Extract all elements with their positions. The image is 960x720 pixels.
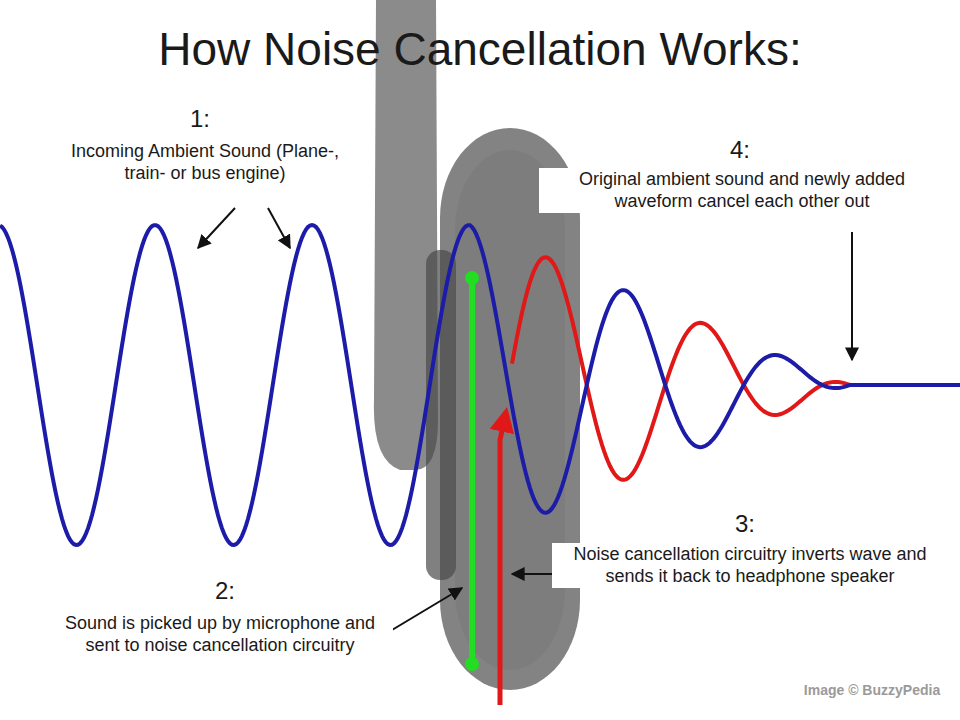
microphone-dot — [465, 657, 479, 671]
leader-arrow — [268, 208, 290, 248]
callout-number: 4: — [727, 136, 753, 165]
callout-number: 3: — [732, 510, 758, 539]
leader-arrow — [851, 232, 853, 360]
microphone-line — [469, 278, 475, 664]
watermark: Image © BuzzyPedia — [804, 682, 940, 699]
annotation: Incoming Ambient Sound (Plane-, train- o… — [57, 140, 353, 185]
cup-rim — [426, 250, 456, 580]
leader-arrow — [392, 588, 462, 630]
waveforms — [0, 225, 960, 545]
callout-number: 1: — [187, 105, 213, 134]
leader-arrow — [198, 208, 235, 248]
speaker-arrow — [500, 412, 506, 705]
microphone-dot — [465, 271, 479, 285]
callout-number: 2: — [212, 577, 238, 606]
annotation: Sound is picked up by microphone and sen… — [47, 612, 393, 657]
ambient-wave — [0, 225, 960, 545]
title: How Noise Cancellation Works: — [158, 22, 801, 77]
annotation: Noise cancellation circuitry inverts wav… — [552, 543, 948, 588]
annotation: Original ambient sound and newly added w… — [539, 168, 945, 213]
